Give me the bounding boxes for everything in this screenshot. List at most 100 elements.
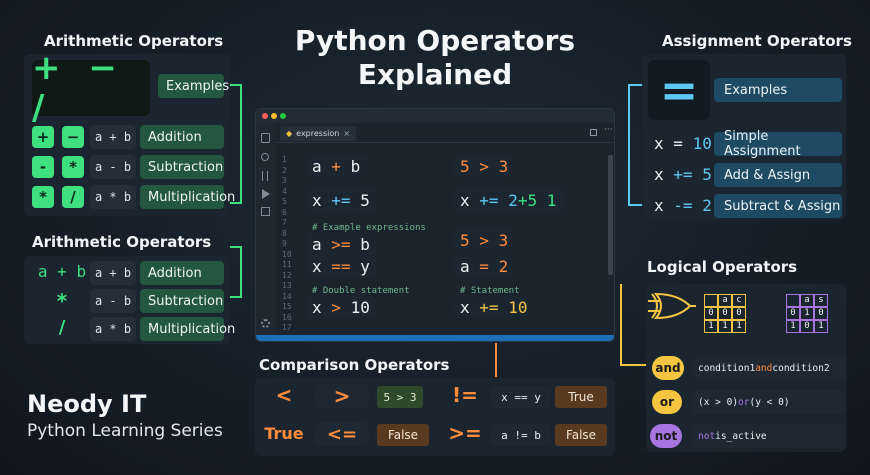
or-badge: or xyxy=(652,390,682,414)
line-number: 11 xyxy=(282,260,292,269)
cmp-row2-s1: True xyxy=(264,423,304,443)
line-number: 15 xyxy=(282,302,292,311)
arith1-row1-sym2: − xyxy=(62,126,84,148)
arith2-row3-expr: a * b xyxy=(90,317,136,341)
more-actions-icon[interactable]: ··· xyxy=(604,125,613,135)
and-example: condition1 and condition2 xyxy=(692,356,846,380)
logical-title: Logical Operators xyxy=(647,258,798,276)
assign-row1-code: x = 10 xyxy=(648,132,712,154)
arith1-big-symbols-box: + − / xyxy=(32,48,150,128)
line-number: 13 xyxy=(282,281,292,290)
line-number: 17 xyxy=(282,323,292,332)
arith1-big-symbols: + − / xyxy=(32,48,125,128)
arith2-title: Arithmetic Operators xyxy=(32,233,212,251)
cmp-row2-expr2: a != b xyxy=(491,424,551,446)
python-file-icon: ◆ xyxy=(286,129,293,138)
arith1-row3-sym1: * xyxy=(32,186,54,208)
extensions-icon[interactable] xyxy=(261,207,270,216)
assign-examples-label: Examples xyxy=(714,78,842,102)
line-number: 1 xyxy=(282,155,287,164)
code-left-4: x == y xyxy=(306,255,376,277)
connector-arith1 xyxy=(230,84,242,204)
code-left-5: x > 10 xyxy=(306,296,376,318)
cmp-row1-s3: != xyxy=(452,383,478,407)
close-dot-icon[interactable] xyxy=(262,113,268,119)
arith1-row3-expr: a * b xyxy=(90,185,136,209)
truth-table-1: a c 0 0 0 1 1 1 xyxy=(704,294,746,333)
line-number: 4 xyxy=(282,186,287,196)
arith2-row1-label: Addition xyxy=(140,261,224,285)
editor-titlebar xyxy=(256,109,614,123)
cmp-row2-s3: >= xyxy=(448,421,482,445)
code-left-1: a + b xyxy=(306,155,368,177)
tab-close-icon[interactable]: × xyxy=(343,129,351,138)
logical-panel: a c 0 0 0 1 1 1 a s 0 1 0 1 0 1 and cond… xyxy=(646,284,846,452)
line-number: 7 xyxy=(282,218,287,227)
source-control-icon[interactable] xyxy=(262,171,268,181)
arith2-row1-expr: a + b xyxy=(90,261,136,285)
comparison-panel: < > 5 > 3 != x == y True True <= False >… xyxy=(255,378,615,456)
tab-expression[interactable]: ◆ expression × xyxy=(280,126,357,141)
title-line-1: Python Operators xyxy=(294,24,576,57)
page-title: Python Operators Explained xyxy=(255,24,615,92)
connector-comparison xyxy=(495,343,497,377)
assign-title: Assignment Operators xyxy=(662,32,852,50)
assign-row3-label: Subtract & Assign xyxy=(714,194,842,218)
arith1-row2-expr: a - b xyxy=(90,155,136,179)
code-right-2: x += 2 +5 1 xyxy=(454,189,566,211)
brand-name: Neody IT xyxy=(27,390,147,418)
line-number-gutter: 1 2 3 4 5 6 7 8 9 10 11 12 13 14 15 16 1… xyxy=(282,155,296,334)
arith1-row2-sym1: - xyxy=(32,156,54,178)
arith1-row1-sym1: + xyxy=(32,126,54,148)
arith2-row1-sym: a + b xyxy=(37,262,87,281)
cmp-row1-result: True xyxy=(555,386,607,408)
assign-big-symbol-box: = xyxy=(648,60,710,120)
arith1-row3-label: Multiplication xyxy=(140,185,235,209)
line-number: 3 xyxy=(282,176,287,185)
arith1-row2-sym2: * xyxy=(62,156,84,178)
assign-row2-label: Add & Assign xyxy=(714,163,842,187)
arith2-panel: a + b a + b Addition * a - b Subtraction… xyxy=(24,256,235,344)
connector-arith2 xyxy=(230,246,242,298)
comparison-title: Comparison Operators xyxy=(259,356,450,374)
maximize-dot-icon[interactable] xyxy=(280,113,286,119)
settings-gear-icon[interactable] xyxy=(261,319,270,328)
not-badge: not xyxy=(650,424,682,448)
tab-bar: ◆ expression × ··· xyxy=(276,123,614,143)
xor-gate-icon xyxy=(648,292,696,320)
split-editor-icon[interactable] xyxy=(590,129,597,136)
line-number: 5 xyxy=(282,197,287,206)
code-right-3: 5 > 3 xyxy=(454,229,512,251)
assign-big-symbol: = xyxy=(659,63,699,117)
connector-assign xyxy=(628,84,642,206)
assign-panel: = Examples x = 10 Simple Assignment x +=… xyxy=(642,54,846,220)
code-left-3: a >= b xyxy=(306,233,376,255)
line-number: 9 xyxy=(282,239,287,248)
arith1-title: Arithmetic Operators xyxy=(44,32,224,50)
code-right-1: 5 > 3 xyxy=(454,155,512,177)
arith1-row1-label: Addition xyxy=(140,125,224,149)
editor-scrollbar[interactable] xyxy=(608,155,613,275)
search-icon[interactable] xyxy=(261,153,269,161)
or-example: (x > 0) or (y < 0) xyxy=(692,390,846,414)
assign-row1-label: Simple Assignment xyxy=(714,129,842,159)
code-editor-window: ◆ expression × ··· 1 2 3 4 5 6 7 8 9 10 … xyxy=(255,108,615,342)
cmp-row2-result: False xyxy=(555,424,607,446)
arith2-row3-label: Multiplication xyxy=(140,317,235,341)
editor-status-bar xyxy=(256,335,614,341)
code-right-5: x += 10 xyxy=(454,296,528,318)
arith2-row2-sym: * xyxy=(56,289,68,313)
minimize-dot-icon[interactable] xyxy=(271,113,277,119)
arith2-row2-label: Subtraction xyxy=(140,289,224,313)
code-comment-1: # Example expressions xyxy=(312,223,426,233)
cmp-row1-expr2: x == y xyxy=(491,386,551,408)
title-line-2: Explained xyxy=(357,58,513,91)
files-icon[interactable] xyxy=(261,133,270,143)
run-icon[interactable] xyxy=(262,189,270,199)
arith2-row2-expr: a - b xyxy=(90,289,136,313)
arith2-row3-sym: / xyxy=(58,317,66,338)
arith1-row1-expr: a + b xyxy=(90,125,136,149)
not-example: not is_active xyxy=(692,424,846,448)
line-number: 2 xyxy=(282,165,287,175)
tab-label: expression xyxy=(296,129,340,138)
